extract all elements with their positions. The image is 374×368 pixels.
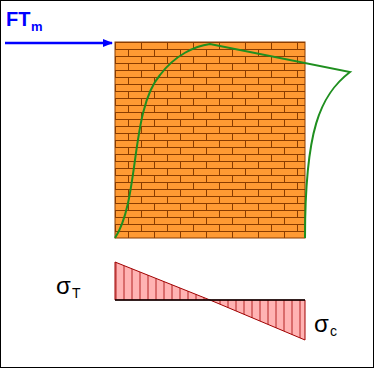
deformed-shape	[115, 44, 350, 238]
compression-stress	[210, 300, 305, 340]
tension-stress	[115, 262, 210, 300]
stress-baseline	[115, 299, 305, 301]
stress-subscript: c	[330, 324, 337, 338]
force-subscript: m	[31, 20, 43, 33]
stress-symbol: σ	[314, 312, 329, 336]
force-arrow	[5, 42, 112, 45]
force-label: FT	[6, 9, 30, 29]
stress-subscript: T	[72, 286, 81, 300]
brick-wall	[115, 42, 305, 238]
stress-symbol: σ	[56, 274, 71, 298]
